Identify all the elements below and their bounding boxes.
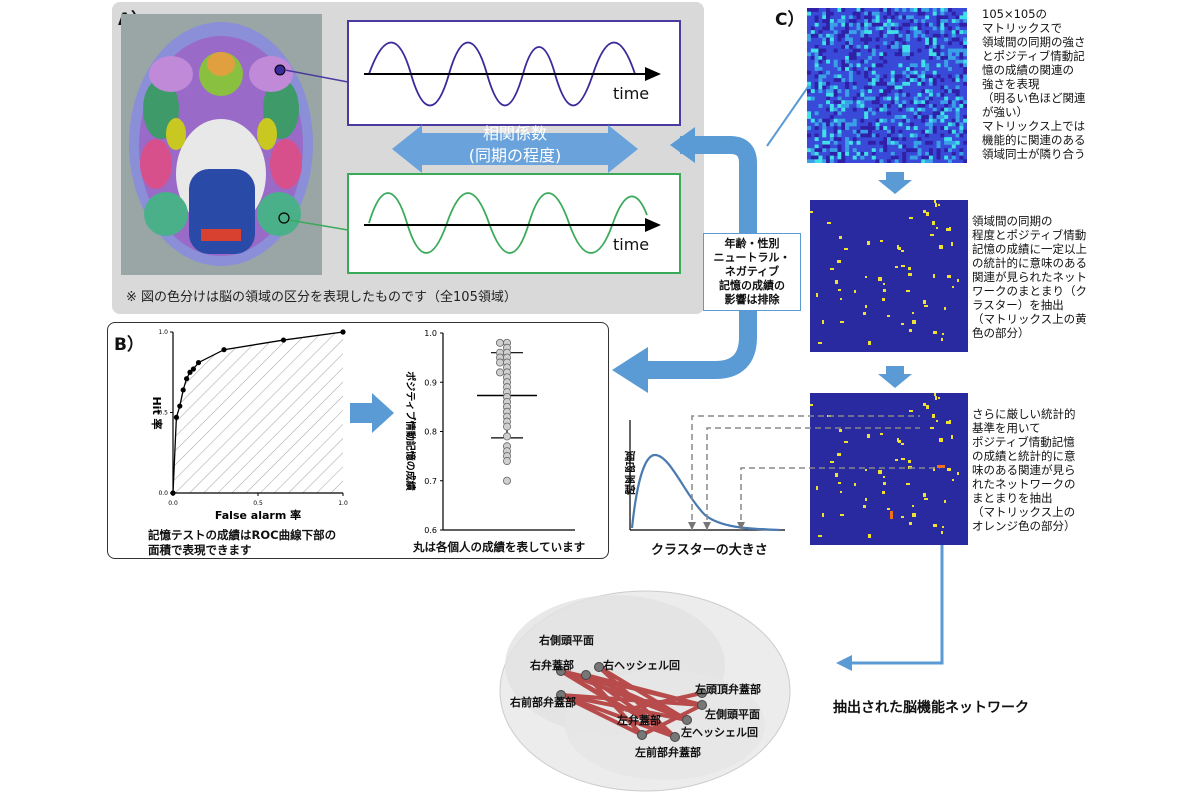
network-title: 抽出された脳機能ネットワーク: [833, 700, 1029, 716]
roc-point: [187, 369, 193, 375]
cluster-size-distribution: [629, 415, 940, 532]
scatter-y-tick-label: 0.9: [424, 378, 437, 387]
label-node-8: 左前部弁蓋部: [634, 745, 701, 759]
roc-point: [180, 387, 186, 393]
matrix-desc-3: さらに厳しい統計的 基準を用いて ポジティブ情動記憶 の成績と統計的に意 味のあ…: [972, 407, 1076, 533]
node-left-anterior-operculum: [637, 730, 647, 740]
flow-arrow-to-network: [836, 545, 944, 671]
arrow-down-1: [878, 172, 912, 194]
signal-wave-bottom: [368, 192, 648, 254]
panel-a-footnote: ※ 図の色分けは脳の領域の区分を表現したものです（全105領域）: [126, 290, 517, 305]
roc-x-label: False alarm 率: [215, 508, 301, 520]
label-node-2: 右ヘッシェル回: [602, 658, 680, 672]
correlation-label-line1: 相関係数: [482, 124, 547, 143]
node-right-anterior-operculum: [556, 690, 566, 700]
scatter-point: [503, 422, 512, 431]
roc-point: [184, 376, 190, 382]
correlation-matrix-orange: [810, 393, 968, 545]
scatter-point: [496, 338, 505, 347]
roc-x-tick-label: 0.0: [168, 500, 178, 507]
scatter-point: [503, 476, 512, 485]
correlation-label: 相関係数 (同期の程度): [452, 123, 578, 167]
roc-point: [280, 337, 287, 343]
node-left-planum-temporale: [697, 700, 707, 710]
roc-point: [340, 329, 346, 335]
roc-area-under-curve: [173, 332, 343, 493]
arrow-roc-to-scatter: [350, 393, 394, 433]
brain-slice-image: [121, 14, 322, 275]
roc-point: [221, 347, 227, 353]
scatter-y-label: ポジティブ情動記憶の成績: [404, 371, 417, 490]
roc-y-tick-label: 0.5: [158, 410, 168, 417]
dist-x-label: クラスターの大きさ: [651, 543, 768, 558]
brain-network-graph: 右側頭平面 右弁蓋部 右ヘッシェル回 右前部弁蓋部 左頭頂弁蓋部 左側頭平面 左…: [499, 590, 791, 792]
node-left-heschl: [670, 732, 680, 742]
node-right-heschl: [594, 662, 604, 672]
label-node-7: 左ヘッシェル回: [680, 725, 758, 739]
roc-caption: 記憶テストの成績はROC曲線下部の 面積で表現できます: [148, 528, 337, 557]
roc-x-tick-label: 0.5: [253, 500, 263, 507]
correlation-label-line2: (同期の程度): [468, 146, 562, 165]
matrix-desc-1: 105×105の マトリックスで 領域間の同期の強さ とポジティブ情動記 憶の成…: [982, 7, 1086, 161]
node-right-planum-temporale: [556, 666, 566, 676]
scatter-y-tick-label: 1.0: [424, 329, 437, 338]
region-connector-lines: [274, 64, 349, 231]
roc-chart: 0.0 0.5 1.0 0.0 0.5 1.0 False alarm 率 Hit 率: [150, 329, 348, 520]
dist-curve: [630, 453, 781, 532]
time-axis-label-bottom: time: [613, 235, 650, 254]
roc-point: [170, 490, 176, 496]
panel-c-label: C）: [775, 10, 805, 30]
wave-box-bottom: time: [347, 173, 681, 274]
scatter-chart: 0.6 0.7 0.8 0.9 1.0 ポジティブ情動記憶の成績: [404, 329, 575, 535]
arrow-down-2: [878, 366, 912, 388]
roc-point: [173, 414, 179, 420]
scatter-point: [503, 457, 512, 466]
scatter-y-tick-label: 0.7: [424, 477, 437, 486]
node-left-parietal-operculum: [697, 688, 707, 698]
scatter-caption: 丸は各個人の成績を表しています: [413, 540, 586, 554]
scatter-y-tick-label: 0.8: [424, 428, 437, 437]
scatter-y-tick-label: 0.6: [424, 526, 437, 535]
roc-point: [177, 403, 183, 409]
roc-y-tick-label: 0.0: [158, 490, 168, 497]
scatter-point: [503, 432, 512, 441]
label-node-0: 右側頭平面: [538, 633, 594, 647]
roc-point: [195, 359, 202, 366]
label-node-4: 左頭頂弁蓋部: [694, 682, 761, 696]
label-node-1: 右弁蓋部: [529, 658, 574, 672]
roc-y-tick-label: 1.0: [158, 329, 168, 336]
signal-wave-top: [368, 41, 636, 107]
node-left-operculum: [682, 715, 692, 725]
wave-box-top: time: [347, 20, 681, 126]
dist-y-label: 確率密度: [624, 451, 637, 495]
scatter-point: [496, 368, 505, 377]
correlation-double-arrow: [392, 125, 638, 173]
connector-matrix-to-arrow: [766, 83, 811, 147]
scatter-point: [496, 358, 505, 367]
label-node-3: 右前部弁蓋部: [509, 695, 576, 709]
matrix-desc-2: 領域間の同期の 程度とポジティブ情動 記憶の成績に一定以上 の統計的に意味のある…: [972, 214, 1087, 340]
correlation-matrix-yellow: [810, 200, 968, 352]
label-node-6: 左弁蓋部: [616, 713, 661, 727]
label-node-5: 左側頭平面: [704, 707, 760, 721]
panel-b-label: B）: [114, 335, 144, 355]
node-right-operculum: [581, 670, 591, 680]
roc-point: [190, 366, 196, 372]
roc-y-label: Hit 率: [150, 396, 164, 429]
covariates-box: 年齢・性別 ニュートラル・ ネガティブ 記憶の成績の 影響は排除: [703, 233, 801, 311]
correlation-matrix-full: [807, 8, 967, 163]
roc-x-tick-label: 1.0: [338, 500, 348, 507]
time-axis-label-top: time: [613, 84, 650, 103]
